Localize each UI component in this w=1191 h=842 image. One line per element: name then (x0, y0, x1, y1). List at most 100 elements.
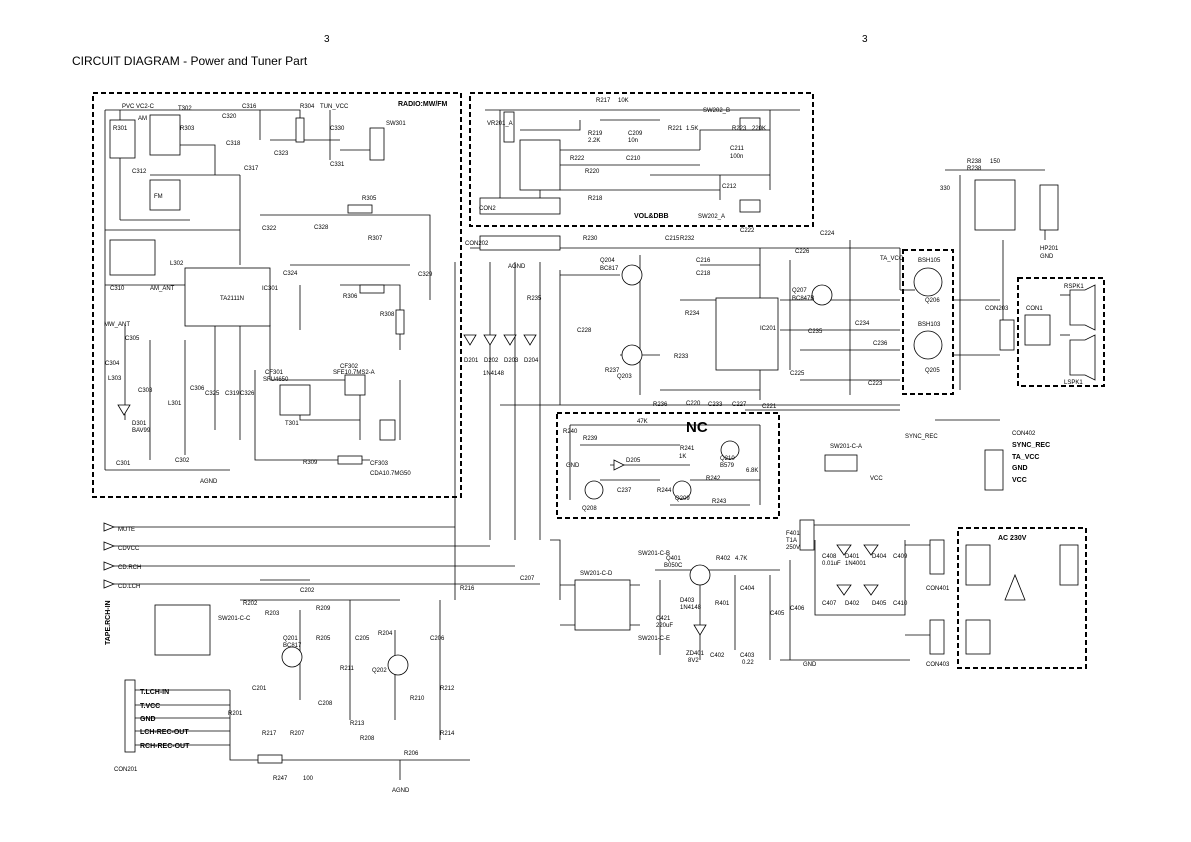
con2-connector (479, 197, 561, 215)
label-c317: C317 (244, 166, 259, 172)
label-d202: D202 (484, 358, 499, 364)
label-c305: C305 (125, 336, 140, 342)
label-r237: R237 (605, 368, 620, 374)
label-mute: MUTE (118, 527, 135, 533)
label-10n: 10n (628, 138, 638, 144)
con1-connector (1024, 314, 1051, 346)
label-tape-rch-in: TAPE.RCH-IN (105, 600, 112, 645)
label-am: AM (138, 116, 147, 122)
label-ta2111n: TA2111N (220, 296, 244, 302)
label-sw202-a: SW202_A (698, 214, 725, 220)
speaker-block-outline (1017, 277, 1105, 387)
label-r243: R243 (712, 499, 727, 505)
label-agnd-radio: AGND (200, 479, 218, 485)
d301-diode (117, 404, 131, 416)
label-bsh105: BSH105 (918, 258, 941, 264)
label-c211: C211 (730, 146, 745, 152)
label-330: 330 (940, 186, 951, 192)
radio-labels: PVC VC2-C C301 C312 C302 C303 C304 C305 … (104, 104, 433, 485)
ic201-amplifier (715, 297, 779, 371)
label-sync-rec-wire: SYNC_REC (905, 434, 938, 440)
label-hp201: HP201 (1040, 246, 1059, 252)
label-c224: C224 (820, 231, 835, 237)
label-c216: C216 (696, 258, 711, 264)
label-r304: R304 (300, 104, 315, 110)
label-mw-ant: MW_ANT (104, 322, 130, 328)
label-q204: Q204 (600, 258, 615, 264)
label-100n: 100n (730, 154, 743, 160)
label-c226: C226 (795, 249, 810, 255)
q206-mosfet (913, 267, 943, 297)
label-220k: 220K (752, 126, 766, 132)
label-c320: C320 (222, 114, 237, 120)
label-q203: Q203 (617, 374, 632, 380)
sw201-c-c-switch (154, 604, 211, 656)
label-r239: R239 (583, 436, 598, 442)
q207-transistor (811, 284, 833, 306)
label-gnd-power: GND (803, 662, 817, 668)
label-r235: R235 (527, 296, 542, 302)
d201-diode (463, 334, 477, 346)
label-c312: C312 (132, 169, 147, 175)
label-150: 150 (990, 159, 1001, 165)
volume-labels: VR201_A R217 R218 R219 R220 R221 R222 R2… (479, 98, 766, 220)
label-6-8k: 6.8K (746, 468, 758, 474)
page-number-right: 3 (862, 34, 868, 45)
label-c210: C210 (626, 156, 641, 162)
vr201-potentiometer (503, 111, 515, 143)
label-con202: CON202 (465, 241, 489, 247)
label-b050c: B050C (664, 563, 683, 569)
label-r221: R221 (668, 126, 683, 132)
label-q207: Q207 (792, 288, 807, 294)
label-f401: F401 (786, 531, 800, 537)
volume-block-title: VOL&DBB (634, 213, 669, 220)
label-l303: L303 (108, 376, 122, 382)
label-sw201-c-d: SW201-C-D (580, 571, 613, 577)
label-cdvcc: CDVCC (118, 546, 140, 552)
label-sw201-c-c: SW201-C-C (218, 616, 251, 622)
label-c206: C206 (430, 636, 445, 642)
radio-block-title: RADIO:MW/FM (398, 101, 448, 108)
label-c236: C236 (873, 341, 888, 347)
label-con401: CON401 (926, 586, 950, 592)
label-t302: T302 (178, 106, 192, 112)
label-r201: R201 (228, 711, 243, 717)
output-labels: HP201 CON203 CON1 Q205 Q206 BSH105 BSH10… (830, 159, 1084, 482)
label-d205: D205 (626, 458, 641, 464)
con202-connector (479, 235, 561, 251)
con403-connector (929, 619, 945, 655)
label-r213: R213 (350, 721, 365, 727)
nc-labels: R239 R240 R241 R242 R243 R244 Q208 Q209 … (563, 419, 758, 512)
sw202-a-switch (739, 199, 761, 213)
label-sync-rec: SYNC_REC (1012, 442, 1050, 449)
d405-diode (863, 584, 879, 596)
label-sw201-c-e: SW201-C-E (638, 636, 670, 642)
label-r217-tape: R217 (262, 731, 277, 737)
label-d203: D203 (504, 358, 519, 364)
label-d403: D403 (680, 598, 695, 604)
label-r301: R301 (113, 126, 128, 132)
d203-diode (503, 334, 517, 346)
label-c310: C310 (110, 286, 125, 292)
label-0-22: 0.22 (742, 660, 754, 666)
r309-resistor (337, 455, 363, 465)
label-bav99: BAV99 (132, 428, 151, 434)
amp-wiring (454, 240, 901, 560)
label-r232: R232 (680, 236, 695, 242)
label-c234: C234 (855, 321, 870, 327)
label-r219: R219 (588, 131, 603, 137)
cf301-filter (279, 384, 311, 416)
label-2-2k: 2.2K (588, 138, 600, 144)
label-r220: R220 (585, 169, 600, 175)
label-zd401: ZD401 (686, 651, 705, 657)
label-r214: R214 (440, 731, 455, 737)
fm-tuning-capacitor (109, 239, 156, 276)
label-r206: R206 (404, 751, 419, 757)
label-d301: D301 (132, 421, 147, 427)
label-1k: 1K (679, 454, 686, 460)
label-c220: C220 (686, 401, 701, 407)
label-cda10-7mg50: CDA10.7MG50 (370, 471, 411, 477)
power-labels: Q401 B050C R401 R402 4.7K D403 1N4148 C4… (656, 531, 950, 668)
amp-labels: CON202 AGND R230 R232 R233 R234 R235 R23… (464, 159, 982, 410)
power-wiring (655, 524, 930, 661)
